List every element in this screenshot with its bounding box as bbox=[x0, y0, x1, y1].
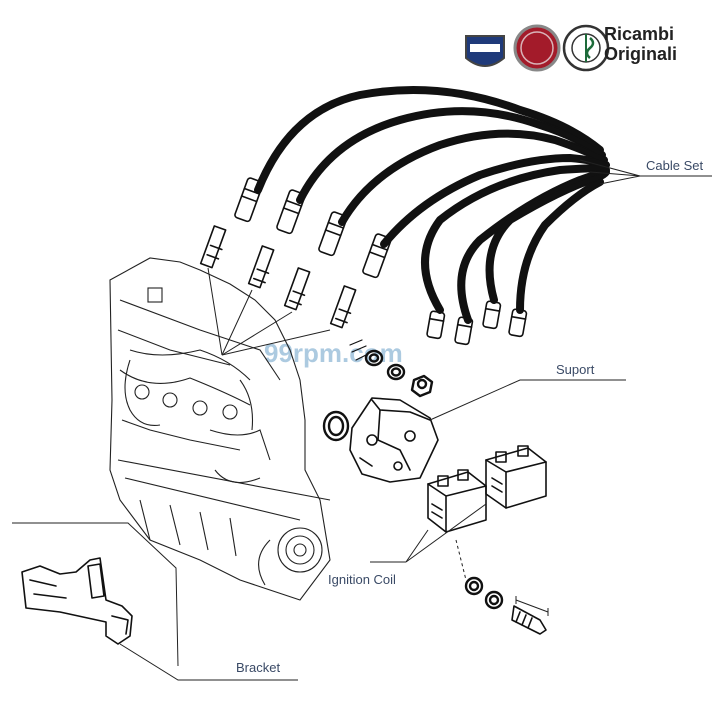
seals bbox=[322, 349, 504, 610]
bracket-label: Bracket bbox=[236, 660, 280, 675]
watermark-text: 99rpm.com bbox=[264, 338, 403, 368]
suport-leader bbox=[429, 379, 626, 421]
cable-set-label: Cable Set bbox=[646, 158, 703, 173]
ignition-coil-label: Ignition Coil bbox=[328, 572, 396, 587]
spark-plugs bbox=[199, 225, 357, 329]
spark-plug-leaders bbox=[207, 267, 331, 356]
ignition-coil-2 bbox=[485, 445, 547, 509]
engine-block bbox=[109, 257, 331, 601]
coil-bolt bbox=[511, 605, 547, 635]
coil-bolt-dim bbox=[455, 539, 549, 616]
mount-stud bbox=[349, 339, 369, 361]
bracket-part bbox=[21, 557, 133, 645]
support-part bbox=[349, 397, 439, 483]
alfa-romeo-logo bbox=[562, 24, 610, 72]
fiat-logo bbox=[513, 24, 561, 72]
brand-text: Ricambi Originali bbox=[604, 24, 677, 64]
bracket-leader bbox=[12, 522, 298, 681]
cable-set bbox=[234, 86, 610, 346]
brand-line-1: Ricambi bbox=[604, 24, 675, 44]
cable-set-leader bbox=[579, 159, 712, 185]
ignition-coil-1 bbox=[427, 469, 487, 533]
lancia-logo bbox=[465, 35, 505, 67]
ignition-coil-leader bbox=[370, 503, 487, 563]
suport-label: Suport bbox=[556, 362, 595, 377]
brand-line-2: Originali bbox=[604, 44, 678, 64]
